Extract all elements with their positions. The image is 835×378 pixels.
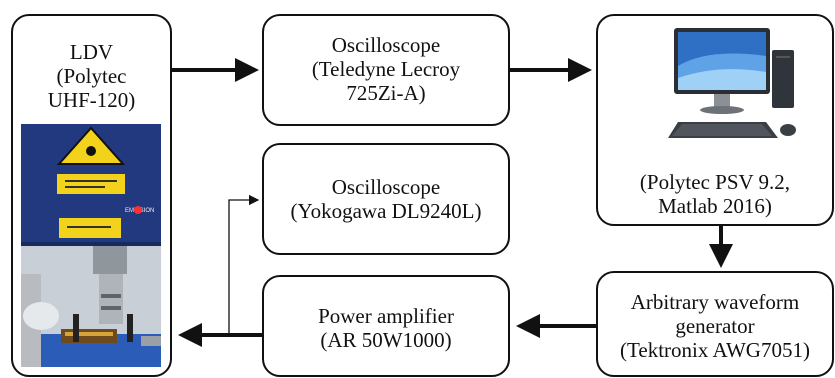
- arrow-amp-to-yokogawa: [228, 194, 260, 335]
- ldv-node: LDV (Polytec UHF-120) EMISSION: [11, 14, 172, 377]
- desktop-computer-icon: [668, 28, 796, 138]
- computer-label: (Polytec PSV 9.2, Matlab 2016): [639, 170, 791, 218]
- ldv-instrument-image: EMISSION: [21, 124, 161, 367]
- computer-photo: [668, 26, 800, 146]
- awg-node: Arbitrary waveform generator (Tektronix …: [596, 271, 834, 377]
- ldv-photo: EMISSION: [21, 124, 161, 367]
- awg-label: Arbitrary waveform generator (Tektronix …: [620, 290, 810, 362]
- oscilloscope-yokogawa-label: Oscilloscope (Yokogawa DL9240L): [290, 175, 482, 223]
- oscilloscope-lecroy-node: Oscilloscope (Teledyne Lecroy 725Zi-A): [262, 14, 510, 126]
- ldv-label: LDV (Polytec UHF-120): [47, 40, 136, 112]
- oscilloscope-lecroy-label: Oscilloscope (Teledyne Lecroy 725Zi-A): [311, 33, 461, 105]
- power-amplifier-label: Power amplifier (AR 50W1000): [318, 304, 454, 352]
- power-amplifier-node: Power amplifier (AR 50W1000): [262, 275, 510, 377]
- oscilloscope-yokogawa-node: Oscilloscope (Yokogawa DL9240L): [262, 143, 510, 255]
- computer-node: (Polytec PSV 9.2, Matlab 2016): [596, 14, 834, 226]
